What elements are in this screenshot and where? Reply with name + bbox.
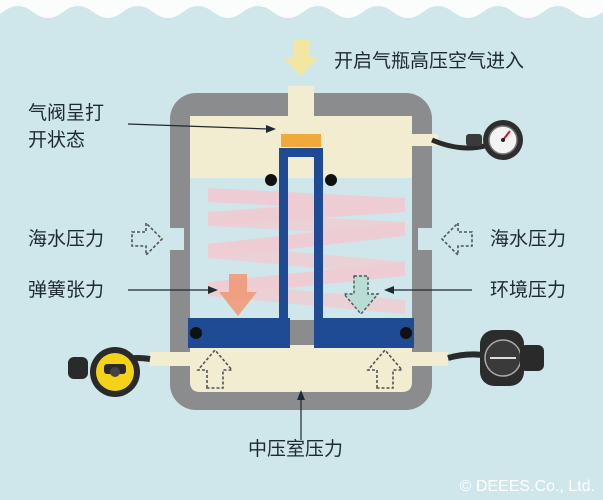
label-valve-open-line2: 开状态 — [28, 129, 86, 151]
water-pressure-right-arrow-icon — [440, 221, 473, 257]
valve-seat — [281, 134, 321, 147]
pressure-gauge-icon — [431, 120, 523, 160]
label-water-pressure-right: 海水压力 — [490, 228, 567, 250]
label-chamber-pressure: 中压室压力 — [248, 438, 344, 460]
o-ring-piston-right — [400, 327, 412, 339]
chamber-pressure-right-arrow-icon — [366, 348, 404, 389]
left-water-port — [168, 228, 184, 250]
label-ambient-pressure: 环境压力 — [490, 279, 567, 301]
gauge-port — [410, 134, 438, 146]
octopus-regulator-icon — [68, 347, 151, 397]
inflow-arrow-icon — [284, 40, 318, 76]
valve-stem — [279, 148, 323, 320]
label-water-pressure-left: 海水压力 — [28, 228, 105, 250]
left-lp-port — [150, 352, 194, 366]
label-inflow: 开启气瓶高压空气进入 — [334, 50, 525, 72]
water-surface-wave — [0, 0, 603, 18]
spring-tension-arrow-icon — [219, 274, 257, 316]
second-stage-regulator-icon — [447, 330, 544, 386]
right-water-port — [418, 228, 434, 250]
copyright-text: © DEEES.Co., Ltd. — [459, 478, 595, 495]
label-spring-tension: 弹簧张力 — [28, 279, 105, 301]
label-valve-open-line1: 气阀呈打 — [28, 102, 105, 124]
o-ring-top-right — [325, 174, 337, 186]
o-ring-piston-left — [190, 327, 202, 339]
piston — [188, 318, 414, 348]
top-inlet — [288, 86, 314, 116]
chamber-pressure-left-arrow-icon — [196, 348, 234, 389]
intermediate-chamber — [190, 345, 412, 392]
right-lp-port — [408, 352, 448, 366]
leader-lines — [127, 123, 472, 440]
ambient-pressure-arrow-icon — [342, 275, 380, 316]
o-ring-top-left — [265, 174, 277, 186]
water-pressure-left-arrow-icon — [131, 221, 164, 257]
